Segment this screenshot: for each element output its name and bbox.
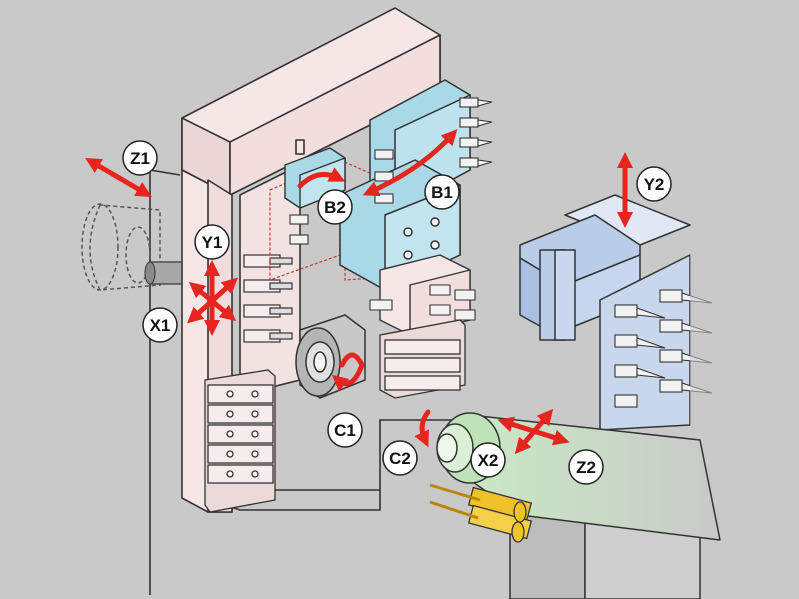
c1-chuck <box>295 314 366 399</box>
svg-text:Z2: Z2 <box>576 458 596 477</box>
svg-text:Y1: Y1 <box>202 233 223 252</box>
label-z2: Z2 <box>568 449 604 485</box>
c1-arrow <box>331 352 365 392</box>
label-y1: Y1 <box>194 224 230 260</box>
svg-text:X1: X1 <box>150 316 171 335</box>
svg-text:Y2: Y2 <box>644 175 665 194</box>
svg-text:B1: B1 <box>431 183 453 202</box>
svg-text:C2: C2 <box>389 449 411 468</box>
label-b1: B1 <box>424 174 460 210</box>
motion-arrows <box>85 129 634 455</box>
label-y2: Y2 <box>636 166 672 202</box>
c2-arrow <box>414 409 431 448</box>
center-tool-block <box>369 254 476 336</box>
label-c1: C1 <box>327 412 363 448</box>
left-column-tools <box>243 254 293 343</box>
gold-tools <box>429 483 533 543</box>
z2-arrow <box>514 408 554 455</box>
axis-labels: Z1 Y1 X1 C1 B2 B1 Y2 C2 <box>122 140 672 485</box>
x1-arrow-2 <box>188 281 237 322</box>
label-z1: Z1 <box>122 140 158 176</box>
label-x2: X2 <box>470 442 506 478</box>
label-x1: X1 <box>142 307 178 343</box>
svg-text:B2: B2 <box>324 198 346 217</box>
right-fade <box>690 240 799 430</box>
b2-arrow <box>297 167 346 189</box>
left-spindle <box>81 203 191 291</box>
label-c2: C2 <box>382 440 418 476</box>
svg-text:X2: X2 <box>478 451 499 470</box>
z1-arrow <box>85 157 152 198</box>
center-gang-block <box>379 319 466 399</box>
left-tool-block <box>204 369 276 513</box>
svg-text:C1: C1 <box>334 421 356 440</box>
svg-text:Z1: Z1 <box>130 149 150 168</box>
label-b2: B2 <box>317 189 353 225</box>
b1-arrow <box>362 129 458 197</box>
